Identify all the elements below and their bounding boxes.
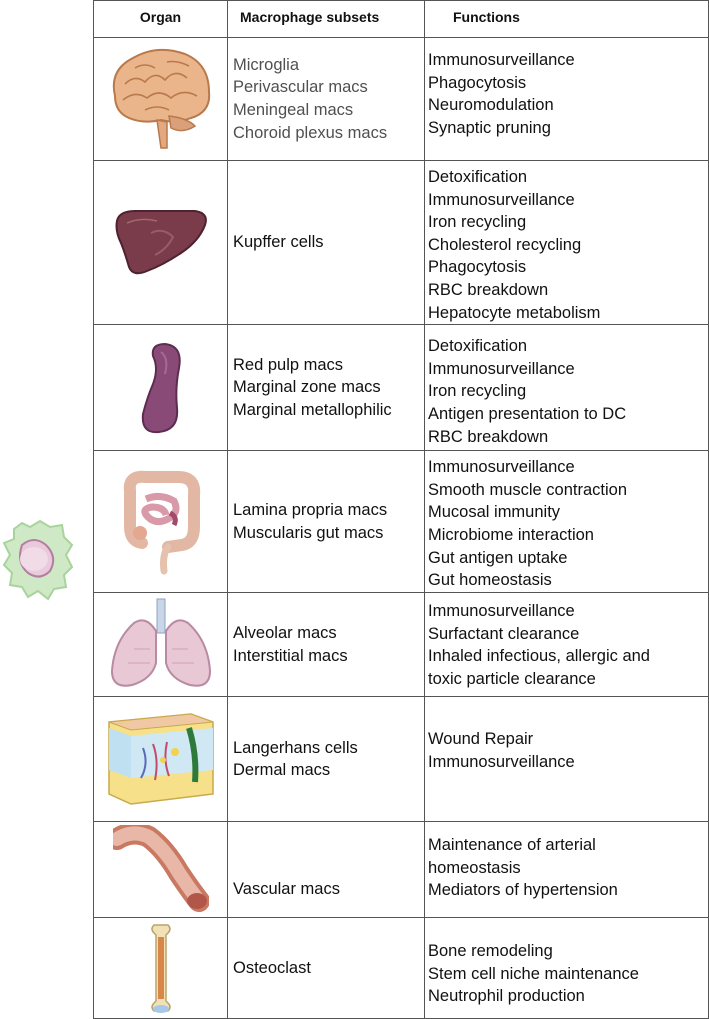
organ-cell (93, 696, 228, 823)
functions-cell: Bone remodeling Stem cell niche maintena… (424, 917, 709, 1019)
function-label: Detoxification (428, 168, 528, 186)
function-label: Synaptic pruning (428, 118, 551, 137)
function-label: Immunosurveillance (428, 752, 575, 771)
functions-cell: Detoxification Immunosurveillance Iron r… (424, 324, 709, 452)
function-label: Maintenance of arterial (428, 836, 596, 855)
table-row: Langerhans cells Dermal macs Wound Repai… (93, 696, 709, 823)
organ-cell (93, 159, 228, 326)
functions-cell: Immunosurveillance Phagocytosis Neuromod… (424, 37, 709, 161)
subset-label: Langerhans cells (233, 738, 358, 757)
function-label: Iron recycling (428, 213, 527, 232)
function-label: Neuromodulation (428, 96, 554, 115)
functions-cell: Wound Repair Immunosurveillance (424, 696, 709, 823)
function-label: Mediators of hypertension (428, 881, 618, 900)
subset-label: Interstitial macs (233, 646, 348, 665)
function-label: Cholesterol recycling (428, 235, 582, 254)
function-label: Smooth muscle contraction (428, 480, 628, 499)
function-label: Wound Repair (428, 730, 534, 749)
subsets-cell: Red pulp macs Marginal zone macs Margina… (227, 324, 425, 452)
intestine-icon (123, 470, 200, 575)
function-label: Detoxification (428, 337, 528, 356)
macrophage-cell-icon (2, 519, 74, 601)
function-label: Immunosurveillance (428, 458, 575, 477)
function-label: Iron recycling (428, 382, 527, 401)
function-label: Gut antigen uptake (428, 548, 568, 567)
function-label: Mucosal immunity (428, 503, 561, 522)
subset-label: Choroid plexus macs (233, 123, 388, 142)
header-subsets: Macrophage subsets (227, 0, 425, 38)
subset-label: Microglia (233, 55, 300, 74)
function-label: RBC breakdown (428, 280, 549, 299)
function-label: Surfactant clearance (428, 624, 580, 643)
table-row: Red pulp macs Marginal zone macs Margina… (93, 324, 709, 452)
function-label: Phagocytosis (428, 73, 527, 92)
function-label: Antigen presentation to DC (428, 404, 627, 423)
table-row: Osteoclast Bone remodeling Stem cell nic… (93, 917, 709, 1019)
organ-cell (93, 450, 228, 594)
subsets-cell: Kupffer cells (227, 159, 425, 326)
function-label: Neutrophil production (428, 987, 585, 1006)
artery-icon (112, 824, 209, 912)
function-label: Gut homeostasis (428, 571, 552, 590)
table-row: Lamina propria macs Muscularis gut macs … (93, 450, 709, 594)
function-label: Immunosurveillance (428, 190, 575, 209)
organ-cell (93, 821, 228, 919)
subsets-cell: Vascular macs (227, 821, 425, 919)
organ-cell (93, 592, 228, 698)
function-label: Phagocytosis (428, 258, 527, 277)
subset-label: Red pulp macs (233, 355, 344, 374)
subset-label: Dermal macs (233, 761, 331, 780)
functions-cell: Detoxification Immunosurveillance Iron r… (424, 159, 709, 326)
subset-label: Lamina propria macs (233, 501, 388, 520)
subset-label: Kupffer cells (233, 233, 324, 252)
functions-cell: Immunosurveillance Surfactant clearance … (424, 592, 709, 698)
subset-label: Alveolar macs (233, 624, 337, 643)
organ-cell (93, 917, 228, 1019)
table-row: Kupffer cells Detoxification Immunosurve… (93, 159, 709, 326)
function-label: Immunosurveillance (428, 51, 575, 69)
liver-icon (115, 209, 207, 274)
subset-label: Osteoclast (233, 958, 311, 977)
function-label: Stem cell niche maintenance (428, 964, 639, 983)
subset-label: Marginal zone macs (233, 378, 381, 397)
table-row: Microglia Perivascular macs Meningeal ma… (93, 37, 709, 161)
brain-icon (112, 48, 210, 149)
table-row: Vascular macs Maintenance of arterial ho… (93, 821, 709, 919)
function-label: toxic particle clearance (428, 669, 596, 688)
organ-cell (93, 37, 228, 161)
subsets-cell: Alveolar macs Interstitial macs (227, 592, 425, 698)
subset-label: Marginal metallophilic (233, 400, 392, 419)
lungs-icon (110, 598, 211, 687)
subset-label: Muscularis gut macs (233, 523, 384, 542)
function-label: Hepatocyte metabolism (428, 303, 601, 322)
subset-label: Perivascular macs (233, 78, 368, 97)
organ-cell (93, 324, 228, 452)
subset-label: Meningeal macs (233, 101, 354, 119)
table-header-row: Organ Macrophage subsets Functions (93, 0, 709, 38)
bone-icon (150, 924, 171, 1014)
function-label: homeostasis (428, 858, 521, 877)
organ-macrophage-table: Organ Macrophage subsets Functions Micro… (93, 0, 709, 1019)
subsets-cell: Langerhans cells Dermal macs (227, 696, 425, 823)
table-row: Alveolar macs Interstitial macs Immunosu… (93, 592, 709, 698)
header-functions: Functions (424, 0, 709, 38)
spleen-icon (141, 342, 181, 433)
header-organ: Organ (93, 0, 228, 38)
function-label: Microbiome interaction (428, 525, 594, 544)
function-label: Immunosurveillance (428, 359, 575, 378)
functions-cell: Immunosurveillance Smooth muscle contrac… (424, 450, 709, 594)
subsets-cell: Microglia Perivascular macs Meningeal ma… (227, 37, 425, 161)
function-label: RBC breakdown (428, 427, 549, 446)
subset-label: Vascular macs (233, 879, 340, 898)
function-label: Bone remodeling (428, 942, 553, 961)
function-label: Immunosurveillance (428, 602, 575, 621)
skin-icon (107, 713, 214, 805)
functions-cell: Maintenance of arterial homeostasis Medi… (424, 821, 709, 919)
subsets-cell: Osteoclast (227, 917, 425, 1019)
subsets-cell: Lamina propria macs Muscularis gut macs (227, 450, 425, 594)
function-label: Inhaled infectious, allergic and (428, 647, 650, 666)
